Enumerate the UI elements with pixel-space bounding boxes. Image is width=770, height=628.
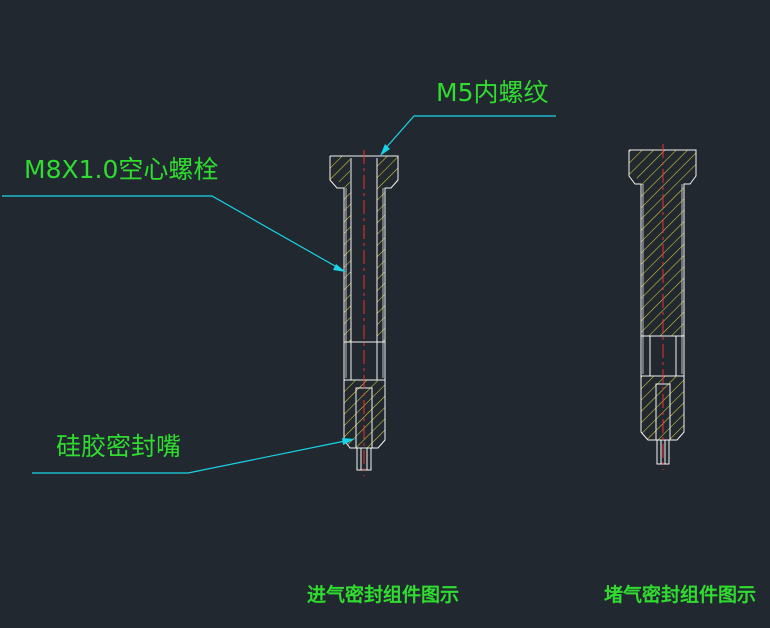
plug-caption: 堵气密封组件图示 [604,583,756,606]
m5-thread-label: M5内螺纹 [436,78,548,107]
leader-nozzle [32,438,355,474]
intake-bolt-wall-left [344,188,351,342]
plug-nozzle-body [641,376,684,440]
intake-bolt-head-left [330,156,350,180]
silicone-nozzle-label: 硅胶密封嘴 [56,432,181,461]
intake-nozzle-body [344,380,385,448]
plug-bolt-shank [641,184,684,336]
intake-assembly [329,150,399,476]
hollow-bolt-label: M8X1.0空心螺栓 [24,155,218,184]
intake-bolt-wall-right [377,188,385,342]
leader-hollow-bolt [2,195,346,272]
intake-bolt-head-right [377,156,398,180]
intake-caption: 进气密封组件图示 [307,583,459,606]
plug-assembly [628,144,697,470]
leader-m5 [380,115,556,156]
plug-bolt-head [629,150,696,176]
